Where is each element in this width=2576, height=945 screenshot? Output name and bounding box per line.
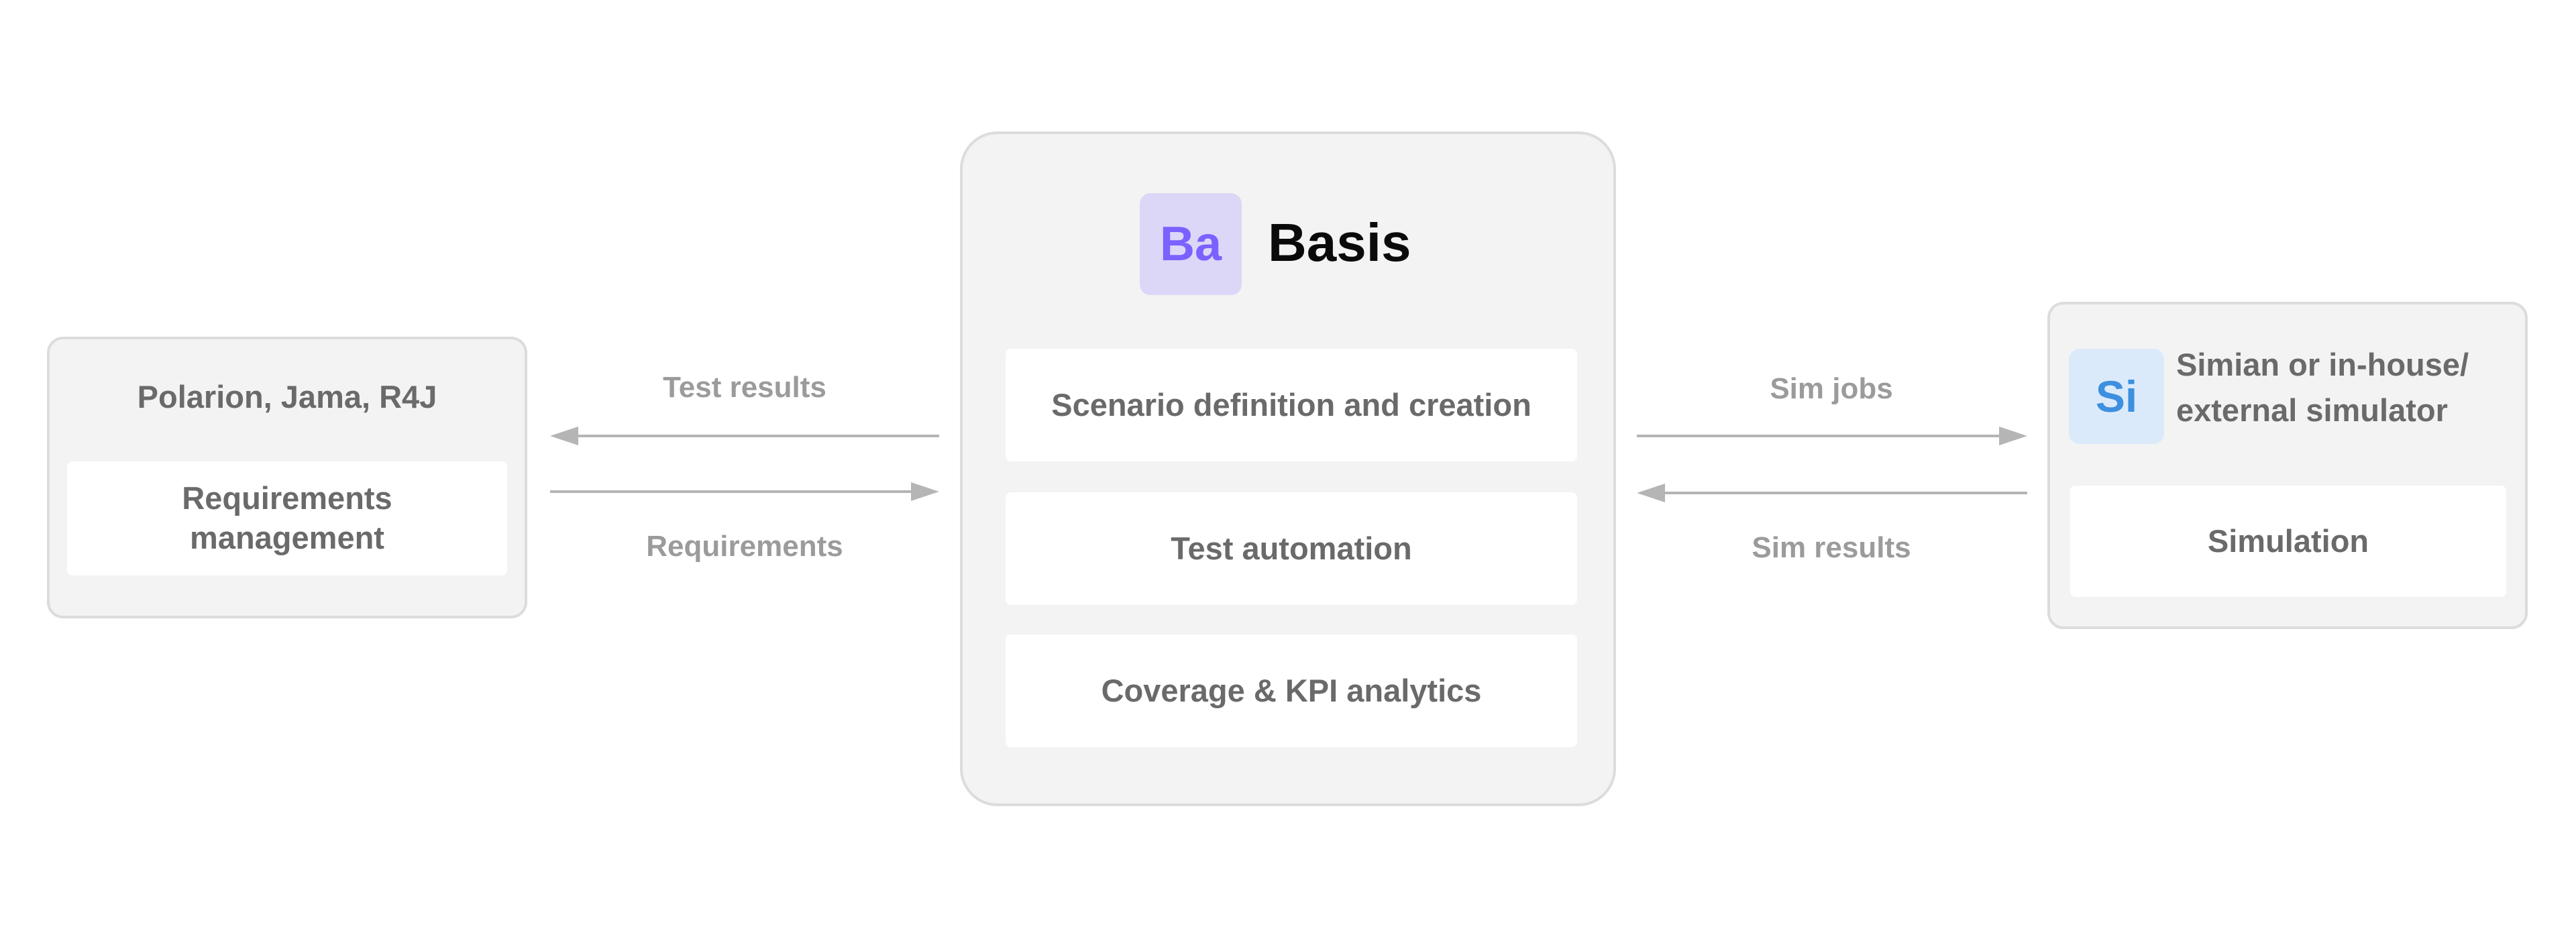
simulator-panel: Si Simian or in-house/ external simulato… bbox=[2047, 302, 2528, 629]
basis-logo-badge: Ba bbox=[1140, 193, 1242, 295]
sim-jobs-label: Sim jobs bbox=[1770, 372, 1893, 405]
requirements-management-card: Requirements management bbox=[67, 461, 507, 575]
requirements-tool-title: Polarion, Jama, R4J bbox=[137, 379, 437, 414]
test-results-label: Test results bbox=[663, 371, 826, 404]
requirements-tool-panel: Polarion, Jama, R4J Requirements managem… bbox=[47, 337, 527, 618]
test-results-arrow bbox=[550, 427, 939, 445]
simulator-title-line-2: external simulator bbox=[2176, 392, 2448, 428]
sim-results-arrow bbox=[1637, 484, 2027, 502]
simulation-card: Simulation bbox=[2070, 486, 2506, 597]
sim-jobs-arrow bbox=[1637, 427, 2027, 445]
requirements-arrow bbox=[550, 482, 939, 501]
test-automation-card: Test automation bbox=[1006, 492, 1577, 605]
simian-logo-badge: Si bbox=[2069, 349, 2164, 444]
requirements-label: Requirements bbox=[646, 530, 843, 563]
simulator-title-line-1: Simian or in-house/ bbox=[2176, 347, 2469, 382]
sim-results-label: Sim results bbox=[1752, 531, 1911, 564]
basis-panel: Ba Basis Scenario definition and creatio… bbox=[960, 131, 1616, 806]
basis-title: Basis bbox=[1268, 213, 1411, 272]
coverage-kpi-card: Coverage & KPI analytics bbox=[1006, 634, 1577, 747]
scenario-definition-card: Scenario definition and creation bbox=[1006, 349, 1577, 461]
